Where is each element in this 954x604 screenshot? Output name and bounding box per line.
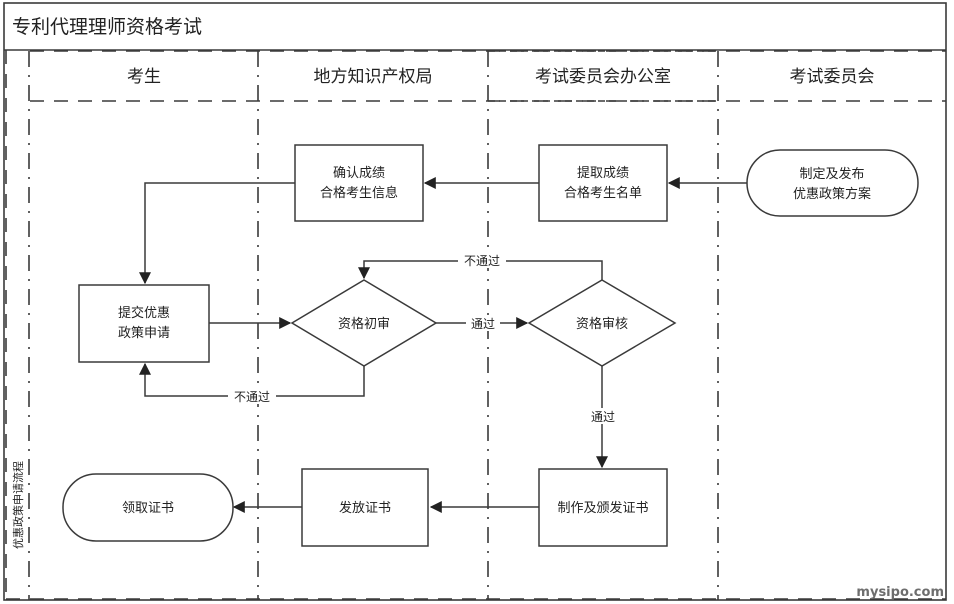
edge-label-review-fail: 不通过 xyxy=(464,254,500,268)
node-preliminary-review[interactable]: 资格初审 xyxy=(290,279,438,367)
side-label: 优惠政策申请流程 xyxy=(11,461,25,549)
node-publish-policy[interactable]: 制定及发布 优惠政策方案 xyxy=(746,149,919,217)
node-qualification-review-label: 资格审核 xyxy=(576,316,628,332)
edge-label-review-pass: 通过 xyxy=(591,410,615,424)
lane-header-local-ipo: 地方知识产权局 xyxy=(314,67,433,87)
node-submit-application[interactable]: 提交优惠 政策申请 xyxy=(78,284,210,363)
lane-header-candidate: 考生 xyxy=(127,67,161,87)
edge-label-prelim-fail: 不通过 xyxy=(234,390,270,404)
node-submit-application-line1: 提交优惠 xyxy=(118,305,170,321)
edge-label-prelim-pass: 通过 xyxy=(471,317,495,331)
watermark: mysipo.com xyxy=(856,585,944,600)
node-confirm-info-line1: 确认成绩 xyxy=(333,166,385,181)
node-preliminary-review-label: 资格初审 xyxy=(338,316,390,332)
node-extract-list-line1: 提取成绩 xyxy=(577,165,629,181)
node-receive-certificate-label: 领取证书 xyxy=(122,501,174,516)
node-extract-list-line2: 合格考生名单 xyxy=(564,185,642,201)
node-receive-certificate[interactable]: 领取证书 xyxy=(62,473,234,542)
node-publish-policy-line2: 优惠政策方案 xyxy=(793,186,871,202)
lane-header-exam-office: 考试委员会办公室 xyxy=(535,67,671,87)
node-submit-application-line2: 政策申请 xyxy=(118,325,170,341)
node-distribute-certificate-label: 发放证书 xyxy=(339,500,391,516)
node-issue-certificate-make-label: 制作及颁发证书 xyxy=(557,500,648,516)
diagram-title: 专利代理理师资格考试 xyxy=(12,16,202,38)
node-confirm-info[interactable]: 确认成绩 合格考生信息 xyxy=(294,144,424,222)
edge-confirm-to-submit[interactable] xyxy=(139,182,295,285)
node-distribute-certificate[interactable]: 发放证书 xyxy=(301,468,429,547)
node-publish-policy-line1: 制定及发布 xyxy=(799,166,864,182)
node-issue-certificate-make[interactable]: 制作及颁发证书 xyxy=(538,468,668,547)
node-confirm-info-line2: 合格考生信息 xyxy=(320,185,398,201)
lane-header-exam-committee: 考试委员会 xyxy=(790,67,875,87)
node-qualification-review[interactable]: 资格审核 xyxy=(527,279,677,367)
node-extract-list[interactable]: 提取成绩 合格考生名单 xyxy=(538,144,668,222)
edges xyxy=(139,177,747,513)
